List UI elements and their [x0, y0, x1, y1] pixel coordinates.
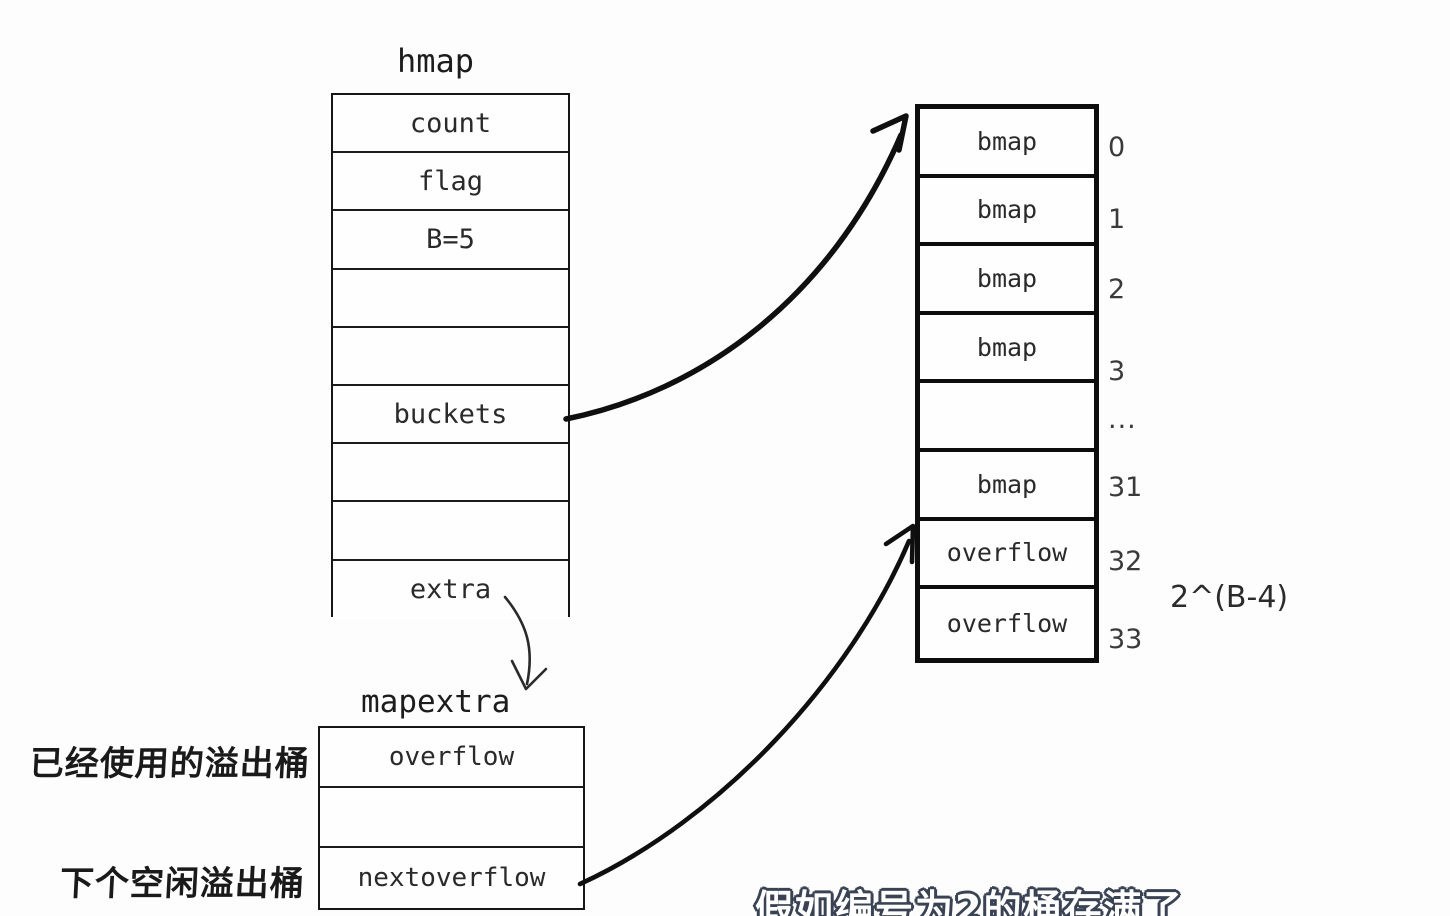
- hmap-field-extra: extra: [333, 560, 568, 619]
- bucket-index-33: 33: [1108, 624, 1143, 655]
- mapextra-field-nextoverflow: nextoverflow: [320, 848, 583, 908]
- hmap-struct-box: count flag B=5 buckets extra: [331, 93, 570, 619]
- bucket-index-32: 32: [1108, 546, 1143, 577]
- bucket-cell-31: bmap: [920, 451, 1094, 521]
- hmap-field-flag: flag: [333, 153, 568, 212]
- bucket-array-size-annotation: 2^(B-4): [1170, 580, 1289, 615]
- hmap-field-blank-3: [333, 444, 568, 503]
- annotation-used-overflow-bucket: 已经使用的溢出桶: [28, 744, 311, 784]
- bucket-cell-gap: [920, 383, 1094, 452]
- bucket-cell-0: bmap: [920, 109, 1094, 178]
- hmap-field-blank-2: [333, 327, 568, 386]
- arrow-buckets-to-bmap-array: [563, 113, 909, 422]
- bucket-index-31: 31: [1108, 472, 1143, 503]
- annotation-next-free-overflow-bucket: 下个空闲溢出桶: [58, 864, 306, 904]
- video-subtitle: 假如编号为2的桶存满了: [753, 886, 1184, 916]
- hmap-field-buckets: buckets: [333, 385, 568, 445]
- bucket-cell-33: overflow: [920, 589, 1094, 658]
- bucket-cell-2: bmap: [920, 246, 1094, 315]
- arrow-nextoverflow-to-overflow-32: [577, 523, 916, 887]
- bucket-cell-1: bmap: [920, 177, 1094, 247]
- bucket-array-box: bmap bmap bmap bmap bmap overflow overfl…: [915, 104, 1099, 663]
- bucket-index-0: 0: [1108, 132, 1126, 163]
- hmap-field-blank-4: [333, 502, 568, 561]
- mapextra-title: mapextra: [361, 684, 511, 720]
- bucket-cell-32: overflow: [920, 520, 1094, 590]
- mapextra-field-blank: [320, 788, 583, 848]
- bucket-index-1: 1: [1108, 204, 1126, 235]
- hmap-title: hmap: [397, 42, 475, 80]
- mapextra-struct-box: overflow nextoverflow: [318, 726, 585, 910]
- bucket-index-2: 2: [1108, 274, 1126, 305]
- mapextra-field-overflow: overflow: [320, 728, 583, 788]
- hmap-field-blank-1: [333, 269, 568, 328]
- bucket-index-gap: ...: [1108, 404, 1137, 435]
- hmap-field-b: B=5: [333, 211, 568, 270]
- bucket-cell-3: bmap: [920, 314, 1094, 384]
- hmap-field-count: count: [333, 95, 568, 154]
- bucket-index-3: 3: [1108, 356, 1126, 387]
